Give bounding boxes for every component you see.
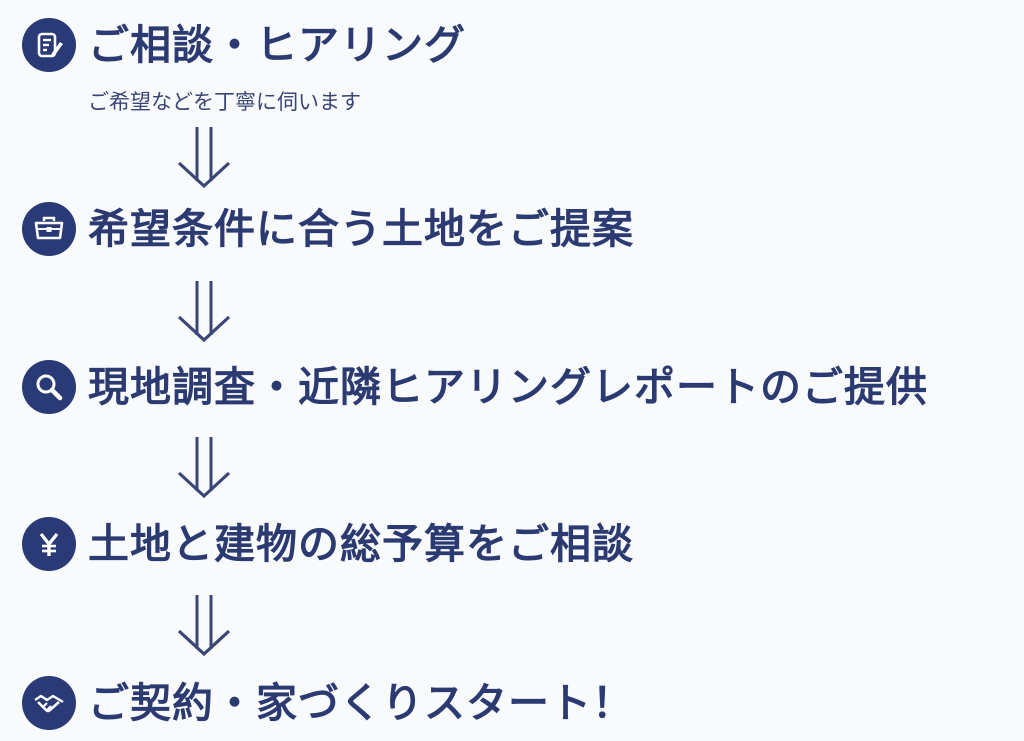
- yen-icon: [22, 517, 76, 571]
- magnifier-icon: [22, 360, 76, 414]
- down-arrow-icon: [175, 125, 233, 189]
- briefcase-icon: [22, 202, 76, 256]
- step-contract-start: ご契約・家づくりスタート！: [22, 676, 634, 730]
- step-budget-consultation: 土地と建物の総予算をご相談: [22, 517, 634, 571]
- step-site-survey: 現地調査・近隣ヒアリングレポートのご提供: [22, 360, 928, 414]
- down-arrow-icon: [175, 435, 233, 499]
- memo-pencil-icon: [22, 18, 76, 72]
- down-arrow-icon: [175, 593, 233, 657]
- step-title: 希望条件に合う土地をご提案: [88, 204, 634, 253]
- down-arrow-icon: [175, 279, 233, 343]
- step-title: ご相談・ヒアリング: [88, 20, 466, 69]
- step-subtitle: ご希望などを丁寧に伺います: [88, 90, 361, 114]
- step-title: ご契約・家づくりスタート！: [88, 678, 634, 727]
- handshake-icon: [22, 676, 76, 730]
- step-land-proposal: 希望条件に合う土地をご提案: [22, 202, 634, 256]
- step-consultation: ご相談・ヒアリング: [22, 18, 466, 72]
- step-title: 土地と建物の総予算をご相談: [88, 519, 634, 568]
- step-title: 現地調査・近隣ヒアリングレポートのご提供: [88, 362, 928, 411]
